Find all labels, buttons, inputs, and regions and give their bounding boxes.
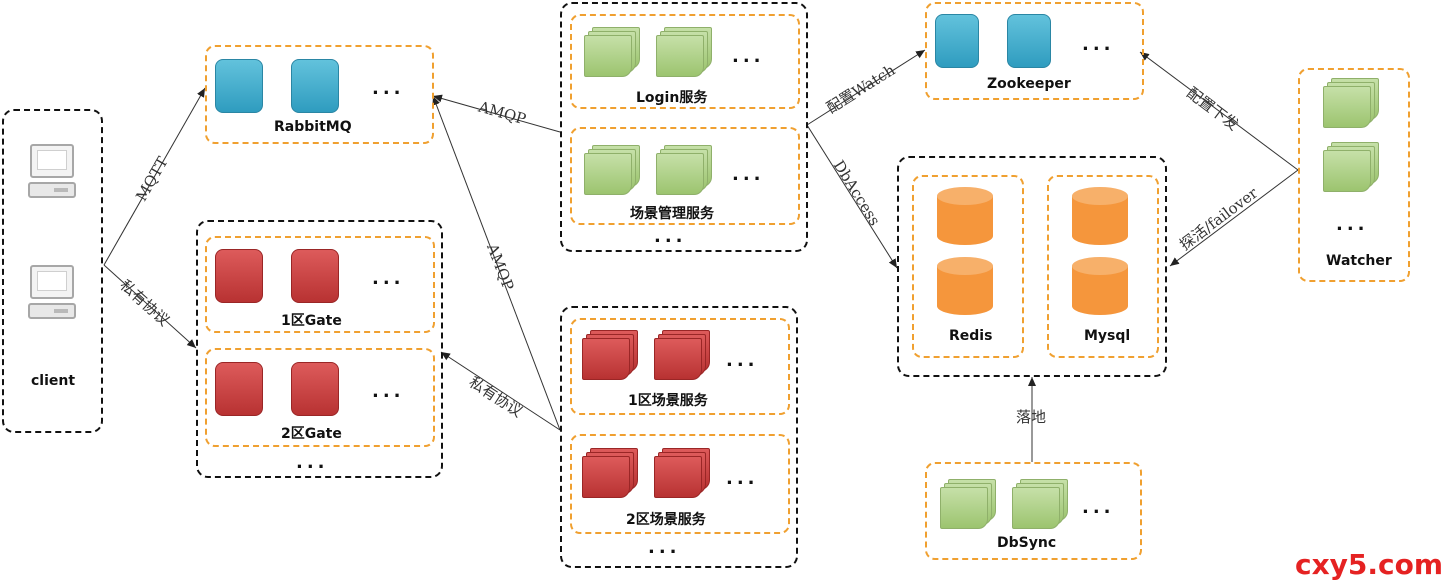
watermark: cxy5.com xyxy=(1295,548,1443,581)
mysql-box xyxy=(1047,175,1159,358)
ellipsis: ... xyxy=(732,164,765,185)
gate1-box xyxy=(205,236,435,333)
scene-mgr-label: 场景管理服务 xyxy=(630,206,714,222)
edge-failover xyxy=(1169,169,1299,267)
dbsync-label: DbSync xyxy=(997,535,1057,551)
database-icon xyxy=(1071,186,1129,246)
document-stack-icon xyxy=(940,479,996,529)
ellipsis: ... xyxy=(732,46,765,67)
zookeeper-box xyxy=(925,2,1144,100)
ellipsis: ... xyxy=(372,78,405,99)
watcher-label: Watcher xyxy=(1326,253,1392,269)
gate1-label: 1区Gate xyxy=(281,313,342,329)
watcher-box xyxy=(1298,68,1410,282)
document-stack-icon xyxy=(582,330,638,380)
node-icon xyxy=(1007,14,1051,68)
zookeeper-label: Zookeeper xyxy=(987,76,1071,92)
ellipsis: ... xyxy=(726,350,759,371)
scene2-label: 2区场景服务 xyxy=(626,512,706,528)
scene-group xyxy=(560,306,798,568)
edge-config-push xyxy=(1139,51,1299,171)
document-stack-icon xyxy=(584,145,640,195)
document-stack-icon xyxy=(656,145,712,195)
computer-icon xyxy=(28,265,78,321)
document-stack-icon xyxy=(654,330,710,380)
ellipsis: ... xyxy=(372,268,405,289)
edge-dbaccess xyxy=(806,124,898,269)
document-stack-icon xyxy=(584,27,640,77)
queue-icon xyxy=(291,59,339,113)
edge-mqtt xyxy=(103,87,206,266)
gate-group xyxy=(196,220,443,478)
database-icon xyxy=(936,186,994,246)
scene1-label: 1区场景服务 xyxy=(628,393,708,409)
edge-label-landing: 落地 xyxy=(1016,408,1047,426)
connector-lines xyxy=(103,49,1299,462)
ellipsis: ... xyxy=(1082,34,1115,55)
rabbitmq-label: RabbitMQ xyxy=(274,119,352,135)
ellipsis: ... xyxy=(1082,497,1115,518)
document-stack-icon xyxy=(1012,479,1068,529)
rabbitmq-box xyxy=(205,45,434,144)
database-icon xyxy=(1071,256,1129,316)
document-stack-icon xyxy=(1323,142,1379,192)
edge-private-gate xyxy=(103,264,197,349)
ellipsis: ... xyxy=(726,468,759,489)
client-group xyxy=(2,109,103,433)
gate-icon xyxy=(215,362,263,416)
computer-icon xyxy=(28,144,78,200)
gate2-label: 2区Gate xyxy=(281,426,342,442)
ellipsis: ... xyxy=(296,452,329,473)
login-box xyxy=(570,14,800,109)
scene2-box xyxy=(570,434,790,534)
ellipsis: ... xyxy=(372,381,405,402)
mysql-label: Mysql xyxy=(1084,328,1131,344)
document-stack-icon xyxy=(1323,78,1379,128)
gate-icon xyxy=(215,249,263,303)
edge-private-scene xyxy=(440,351,561,431)
client-label: client xyxy=(31,373,76,389)
dbsync-box xyxy=(925,462,1142,560)
edge-amqp-login xyxy=(432,94,561,133)
node-icon xyxy=(935,14,979,68)
document-stack-icon xyxy=(656,27,712,77)
storage-group xyxy=(897,156,1167,377)
queue-icon xyxy=(215,59,263,113)
document-stack-icon xyxy=(654,448,710,498)
redis-box xyxy=(912,175,1024,358)
login-group xyxy=(560,2,808,252)
redis-label: Redis xyxy=(949,328,993,344)
scene-mgr-box xyxy=(570,127,800,225)
gate-icon xyxy=(291,362,339,416)
gate-icon xyxy=(291,249,339,303)
ellipsis: ... xyxy=(654,226,687,247)
scene1-box xyxy=(570,318,790,415)
document-stack-icon xyxy=(582,448,638,498)
database-icon xyxy=(936,256,994,316)
gate2-box xyxy=(205,348,435,447)
ellipsis: ... xyxy=(1336,214,1369,235)
edge-amqp-scene xyxy=(432,95,561,431)
ellipsis: ... xyxy=(648,537,681,558)
edge-watch xyxy=(806,49,926,126)
login-label: Login服务 xyxy=(636,90,708,106)
